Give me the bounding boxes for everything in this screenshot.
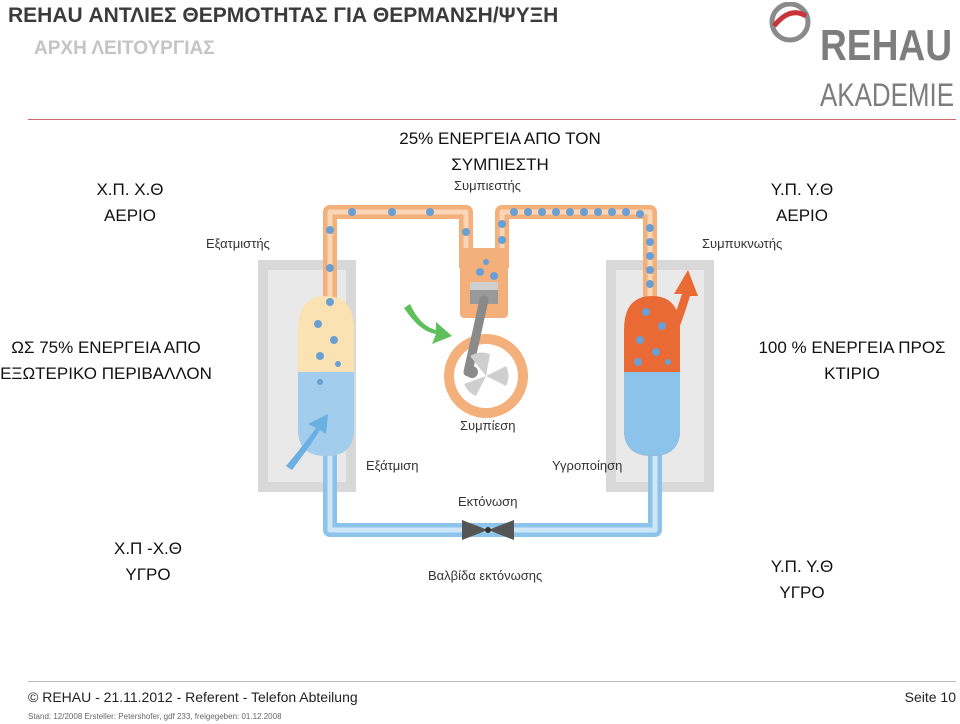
logo-sub-text: AKADEMIE: [820, 77, 954, 112]
label-line: ΚΤΙΡΙΟ: [824, 364, 880, 383]
logo-brand-text: REHAU: [820, 21, 952, 70]
evaporator-caption: Εξατμιστής: [206, 236, 270, 251]
high-pressure-gas-label: Υ.Π. Υ.Θ ΑΕΡΙΟ: [752, 177, 852, 229]
condenser-vessel: [624, 296, 680, 456]
environment-energy-label: ΩΣ 75% ΕΝΕΡΓΕΙΑ ΑΠΟ ΕΞΩΤΕΡΙΚΟ ΠΕΡΙΒΑΛΛΟΝ: [0, 335, 212, 387]
compressor-energy-arrow: [404, 304, 452, 344]
expansion-valve: [462, 520, 514, 540]
label-line: 25% ΕΝΕΡΓΕΙΑ ΑΠΟ ΤΟΝ: [399, 129, 601, 148]
high-pressure-liquid-label: Υ.Π. Υ.Θ ΥΓΡΟ: [752, 554, 852, 606]
compressor-energy-label: 25% ΕΝΕΡΓΕΙΑ ΑΠΟ ΤΟΝ ΣΥΜΠΙΕΣΤΗ: [380, 126, 620, 178]
page-title: REHAU ΑΝΤΛΙΕΣ ΘΕΡΜΟΤΗΤΑΣ ΓΙΑ ΘΕΡΜΑΝΣΗ/ΨΥ…: [8, 4, 559, 27]
label-line: ΥΓΡΟ: [125, 565, 171, 584]
footer-divider: [28, 681, 956, 682]
label-line: ΩΣ 75% ΕΝΕΡΓΕΙΑ ΑΠΟ: [11, 338, 201, 357]
compression-caption: Συμπίεση: [460, 418, 516, 433]
label-line: ΥΓΡΟ: [779, 583, 825, 602]
refrigerant-bubbles: [314, 208, 671, 385]
label-line: ΑΕΡΙΟ: [776, 206, 828, 225]
low-pressure-liquid-label: Χ.Π -Χ.Θ ΥΓΡΟ: [98, 536, 198, 588]
label-line: Χ.Π -Χ.Θ: [113, 539, 182, 558]
condensation-caption: Υγροποίηση: [552, 458, 622, 473]
label-line: 100 % ΕΝΕΡΓΕΙΑ ΠΡΟΣ: [758, 338, 946, 357]
page-number: Seite 10: [904, 689, 956, 705]
label-line: Υ.Π. Υ.Θ: [770, 180, 834, 199]
condenser-caption: Συμπυκνωτής: [702, 236, 782, 251]
evaporation-caption: Εξάτμιση: [366, 458, 418, 473]
compressor: [444, 248, 528, 418]
footer-text: © REHAU - 21.11.2012 - Referent - Telefo…: [28, 689, 358, 705]
building-energy-label: 100 % ΕΝΕΡΓΕΙΑ ΠΡΟΣ ΚΤΙΡΙΟ: [752, 335, 952, 387]
label-line: Υ.Π. Υ.Θ: [770, 557, 834, 576]
environment-heat-arrow: [286, 414, 328, 470]
label-line: ΣΥΜΠΙΕΣΤΗ: [451, 155, 549, 174]
building-heat-arrow: [668, 270, 698, 336]
compressor-caption: Συμπιεστής: [454, 178, 521, 193]
suction-gas-pipe-highlight: [327, 209, 469, 300]
page-subtitle: ΑΡΧΗ ΛΕΙΤΟΥΡΓΙΑΣ: [34, 38, 215, 59]
rehau-academy-logo: REHAU AKADEMIE: [769, 2, 954, 112]
footer-stand: Stand: 12/2008 Ersteller: Petershofer, g…: [28, 712, 282, 721]
label-line: Χ.Π. Χ.Θ: [96, 180, 164, 199]
expansion-valve-caption: Βαλβίδα εκτόνωσης: [428, 568, 542, 583]
expansion-caption: Εκτόνωση: [458, 494, 517, 509]
label-line: ΕΞΩΤΕΡΙΚΟ ΠΕΡΙΒΑΛΛΟΝ: [0, 364, 212, 383]
heat-pump-cycle-diagram: Συμπιεστής Εξατμιστής Συμπυκνωτής Συμπίε…: [206, 178, 782, 583]
low-pressure-gas-label: Χ.Π. Χ.Θ ΑΕΡΙΟ: [80, 177, 180, 229]
label-line: ΑΕΡΙΟ: [104, 206, 156, 225]
header-divider: [28, 119, 956, 120]
logo-mark: [769, 2, 811, 43]
